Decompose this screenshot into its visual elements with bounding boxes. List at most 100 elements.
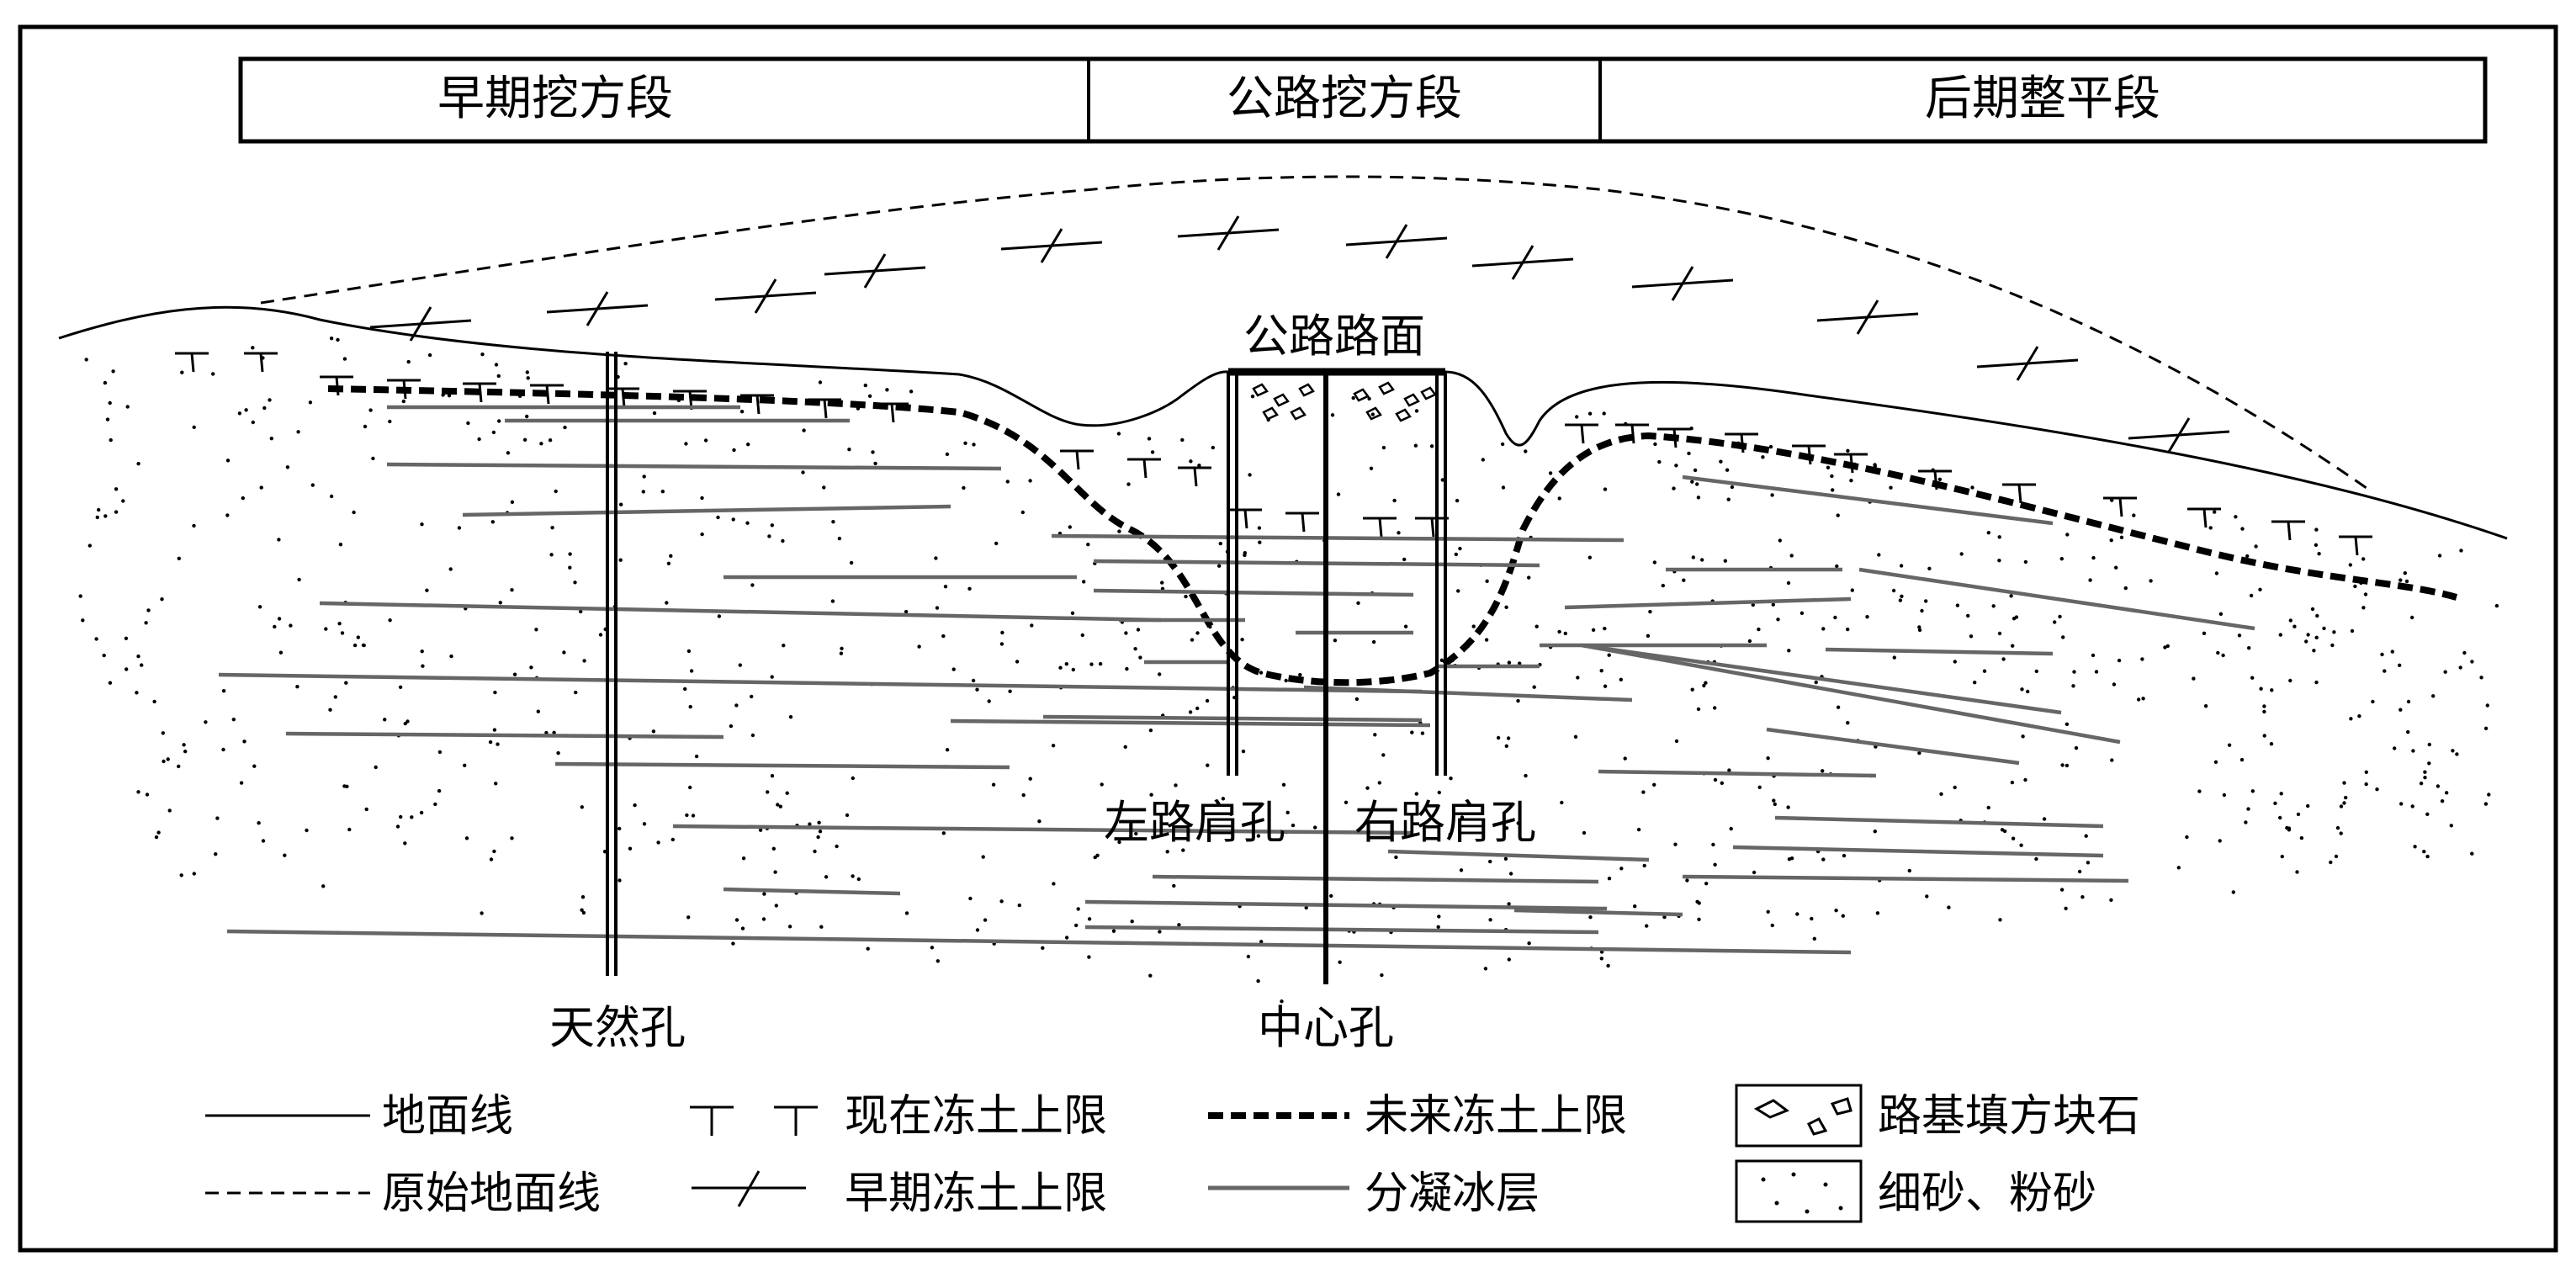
sand-dot <box>406 359 411 364</box>
sand-dot <box>847 448 851 452</box>
sand-dot <box>1021 793 1026 798</box>
sand-dot <box>729 724 734 729</box>
sand-dot <box>700 532 704 537</box>
sand-dot <box>1787 649 1791 653</box>
sand-dot <box>2363 592 2368 596</box>
sand-dot <box>2314 635 2319 639</box>
sand-dot <box>1795 912 1799 916</box>
sand-dot <box>512 672 517 676</box>
sand-dot <box>496 374 501 379</box>
sand-dot <box>1205 698 1210 703</box>
sand-dot <box>1836 513 1840 517</box>
fill-rock <box>1252 383 1269 397</box>
sand-dot <box>182 743 186 747</box>
sand-dot <box>526 376 530 380</box>
ice-layer-line <box>1084 925 1599 935</box>
sand-dot <box>2009 594 2013 598</box>
sand-dot <box>457 526 462 530</box>
ice-layer-line <box>672 824 1414 835</box>
legend-original-ground-label: 原始地面线 <box>382 1169 601 1219</box>
sand-dot <box>494 782 498 786</box>
sand-dot <box>665 601 669 605</box>
sand-dot <box>2034 856 2038 862</box>
sand-dot <box>1111 929 1116 933</box>
sand-dot <box>2399 802 2404 806</box>
sand-dot <box>1138 655 1142 660</box>
sand-dot <box>529 665 533 670</box>
sand-dot <box>2393 746 2397 750</box>
sand-dot <box>2398 663 2402 667</box>
sand-dot <box>1582 830 1587 835</box>
sand-dot <box>2406 699 2411 704</box>
sand-dot <box>480 911 484 915</box>
sand-dot <box>342 784 347 788</box>
sand-dot <box>2427 742 2431 747</box>
sand-dot <box>447 394 452 398</box>
sand-dot <box>1051 744 1056 748</box>
sand-dot <box>1652 782 1656 787</box>
sand-dot <box>766 790 770 794</box>
sand-dot <box>1673 842 1678 846</box>
sand-dot <box>2244 820 2248 824</box>
sand-dot <box>204 720 208 724</box>
sand-dot <box>2001 657 2006 661</box>
sand-dot <box>362 643 366 648</box>
sand-dot <box>166 757 170 761</box>
sand-dot <box>943 585 948 589</box>
sand-dot <box>425 588 429 592</box>
sand-dot <box>1674 739 1679 744</box>
sand-dot <box>774 904 778 908</box>
sand-dot <box>177 556 181 560</box>
sand-dot <box>818 830 823 834</box>
sand-dot <box>1892 655 1896 660</box>
sand-dot <box>2344 795 2348 800</box>
sand-dot <box>761 917 766 921</box>
sand-dot <box>816 835 820 840</box>
sand-dot <box>1633 904 1637 909</box>
sand-dot <box>539 442 543 446</box>
sand-dot <box>1285 810 1290 814</box>
sand-dot <box>403 841 407 846</box>
sand-dot <box>2314 680 2319 685</box>
sand-dot <box>2332 630 2336 634</box>
sand-dot <box>801 470 805 474</box>
fill-rock <box>1378 381 1395 395</box>
sand-dot <box>1071 667 1076 672</box>
sand-dot <box>1507 957 1512 962</box>
sand-dot <box>2132 513 2136 517</box>
sand-dot <box>1338 960 1342 964</box>
sand-dot <box>1757 785 1762 789</box>
sand-dot <box>1503 856 1508 861</box>
sand-dot <box>2214 571 2219 575</box>
sand-dot <box>2258 587 2262 591</box>
sand-dot <box>125 405 130 409</box>
current-permafrost-mark <box>2339 535 2372 556</box>
sand-dot <box>161 731 165 735</box>
sand-dot <box>1725 468 1730 472</box>
sand-dot <box>2250 676 2255 680</box>
sand-dot <box>121 499 125 503</box>
sand-dot <box>1751 602 1755 607</box>
sand-dot <box>1371 639 1376 644</box>
sand-dot <box>568 565 572 570</box>
sand-dot <box>2077 869 2082 874</box>
sand-dot <box>2213 510 2217 514</box>
sand-dot <box>787 925 792 929</box>
fill-rock <box>1273 393 1290 407</box>
sand-dot <box>1172 883 1176 888</box>
sand-dot <box>2348 563 2352 567</box>
sand-dot <box>2221 653 2225 658</box>
sand-dot <box>746 443 750 447</box>
sand-dot <box>488 740 493 745</box>
sand-dot <box>975 928 980 932</box>
sand-dot <box>221 689 226 693</box>
original-ground-line <box>260 175 2373 494</box>
sand-dot <box>1221 797 1226 801</box>
sand-dot <box>108 681 113 685</box>
legend-early-permafrost-label: 早期冻土上限 <box>845 1169 1107 1219</box>
sand-dot <box>1641 790 1646 794</box>
sand-dot <box>310 483 315 487</box>
legend-current-permafrost-swatch <box>690 1105 818 1136</box>
sand-dot <box>328 708 332 712</box>
sand-dot <box>333 695 337 699</box>
